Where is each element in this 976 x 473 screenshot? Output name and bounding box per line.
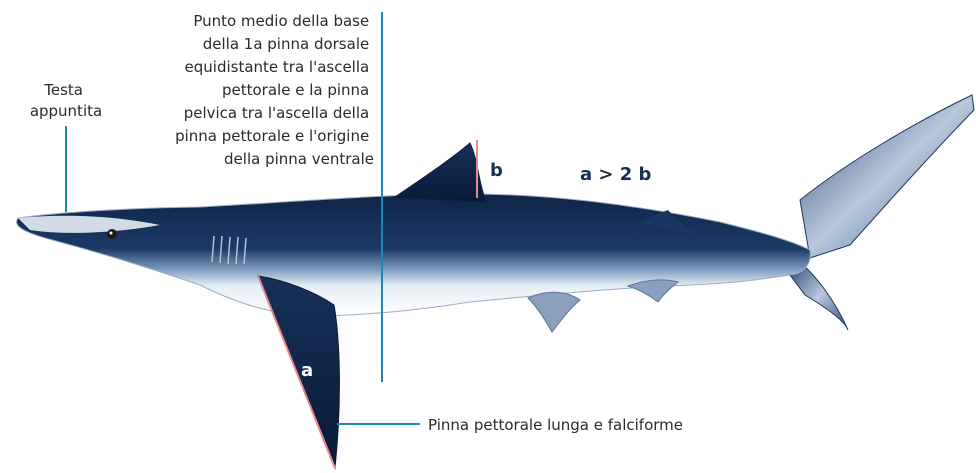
head-label: Testa appuntita [30,81,102,120]
pelvic-fin [528,292,580,332]
shark-illustration [17,95,974,468]
pectoral-fin-label: Pinna pettorale lunga e falciforme [428,416,683,434]
anal-fin [628,280,678,302]
measure-b-label: b [490,160,503,181]
shark-body [17,194,811,316]
ratio-label: a > 2 b [580,164,652,185]
dorsal-fin-label: Punto medio della base della 1a pinna do… [175,12,374,168]
measure-a-label: a [301,360,313,381]
caudal-fin-upper [800,95,974,258]
first-dorsal-fin [395,143,486,202]
